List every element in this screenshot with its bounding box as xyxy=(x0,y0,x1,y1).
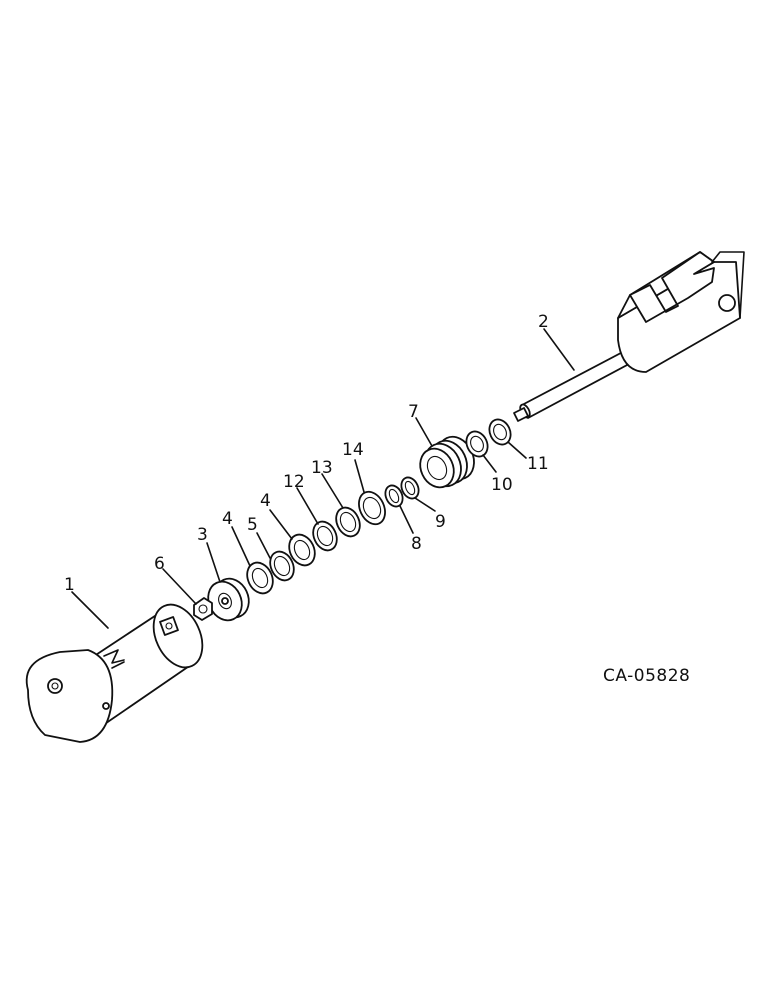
callout-3: 3 xyxy=(197,525,208,545)
seal-ring-5 xyxy=(269,550,295,582)
seal-ring-12 xyxy=(312,520,338,552)
seal-ring-11 xyxy=(488,418,512,446)
callout-11: 11 xyxy=(527,454,549,474)
callout-5: 5 xyxy=(247,515,258,535)
lock-nut xyxy=(193,597,213,621)
callout-4a: 4 xyxy=(222,509,233,529)
piston xyxy=(207,577,250,622)
seal-ring-4a xyxy=(246,561,274,595)
cylinder-barrel xyxy=(25,603,204,743)
callout-1: 1 xyxy=(64,575,75,595)
seal-ring-10 xyxy=(465,430,489,458)
piston-rod-clevis xyxy=(513,251,745,422)
seal-ring-4b xyxy=(288,533,316,567)
callout-2: 2 xyxy=(538,312,549,332)
callout-labels: 1 2 3 4 5 4 12 13 14 6 7 8 9 10 11 xyxy=(64,312,549,595)
leader-lines xyxy=(71,328,575,629)
callout-10: 10 xyxy=(491,475,513,495)
callout-7: 7 xyxy=(408,402,419,422)
callout-9: 9 xyxy=(435,512,446,532)
cylinder-gland xyxy=(419,435,475,489)
callout-12: 12 xyxy=(283,472,305,492)
seal-ring-13 xyxy=(335,506,361,538)
callout-4b: 4 xyxy=(260,491,271,511)
callout-6: 6 xyxy=(154,554,165,574)
seal-ring-8 xyxy=(384,484,404,508)
seal-ring-14 xyxy=(358,490,386,526)
drawing-code: CA-05828 xyxy=(603,666,690,686)
callout-8: 8 xyxy=(411,534,422,554)
callout-14: 14 xyxy=(342,440,364,460)
callout-13: 13 xyxy=(311,458,333,478)
